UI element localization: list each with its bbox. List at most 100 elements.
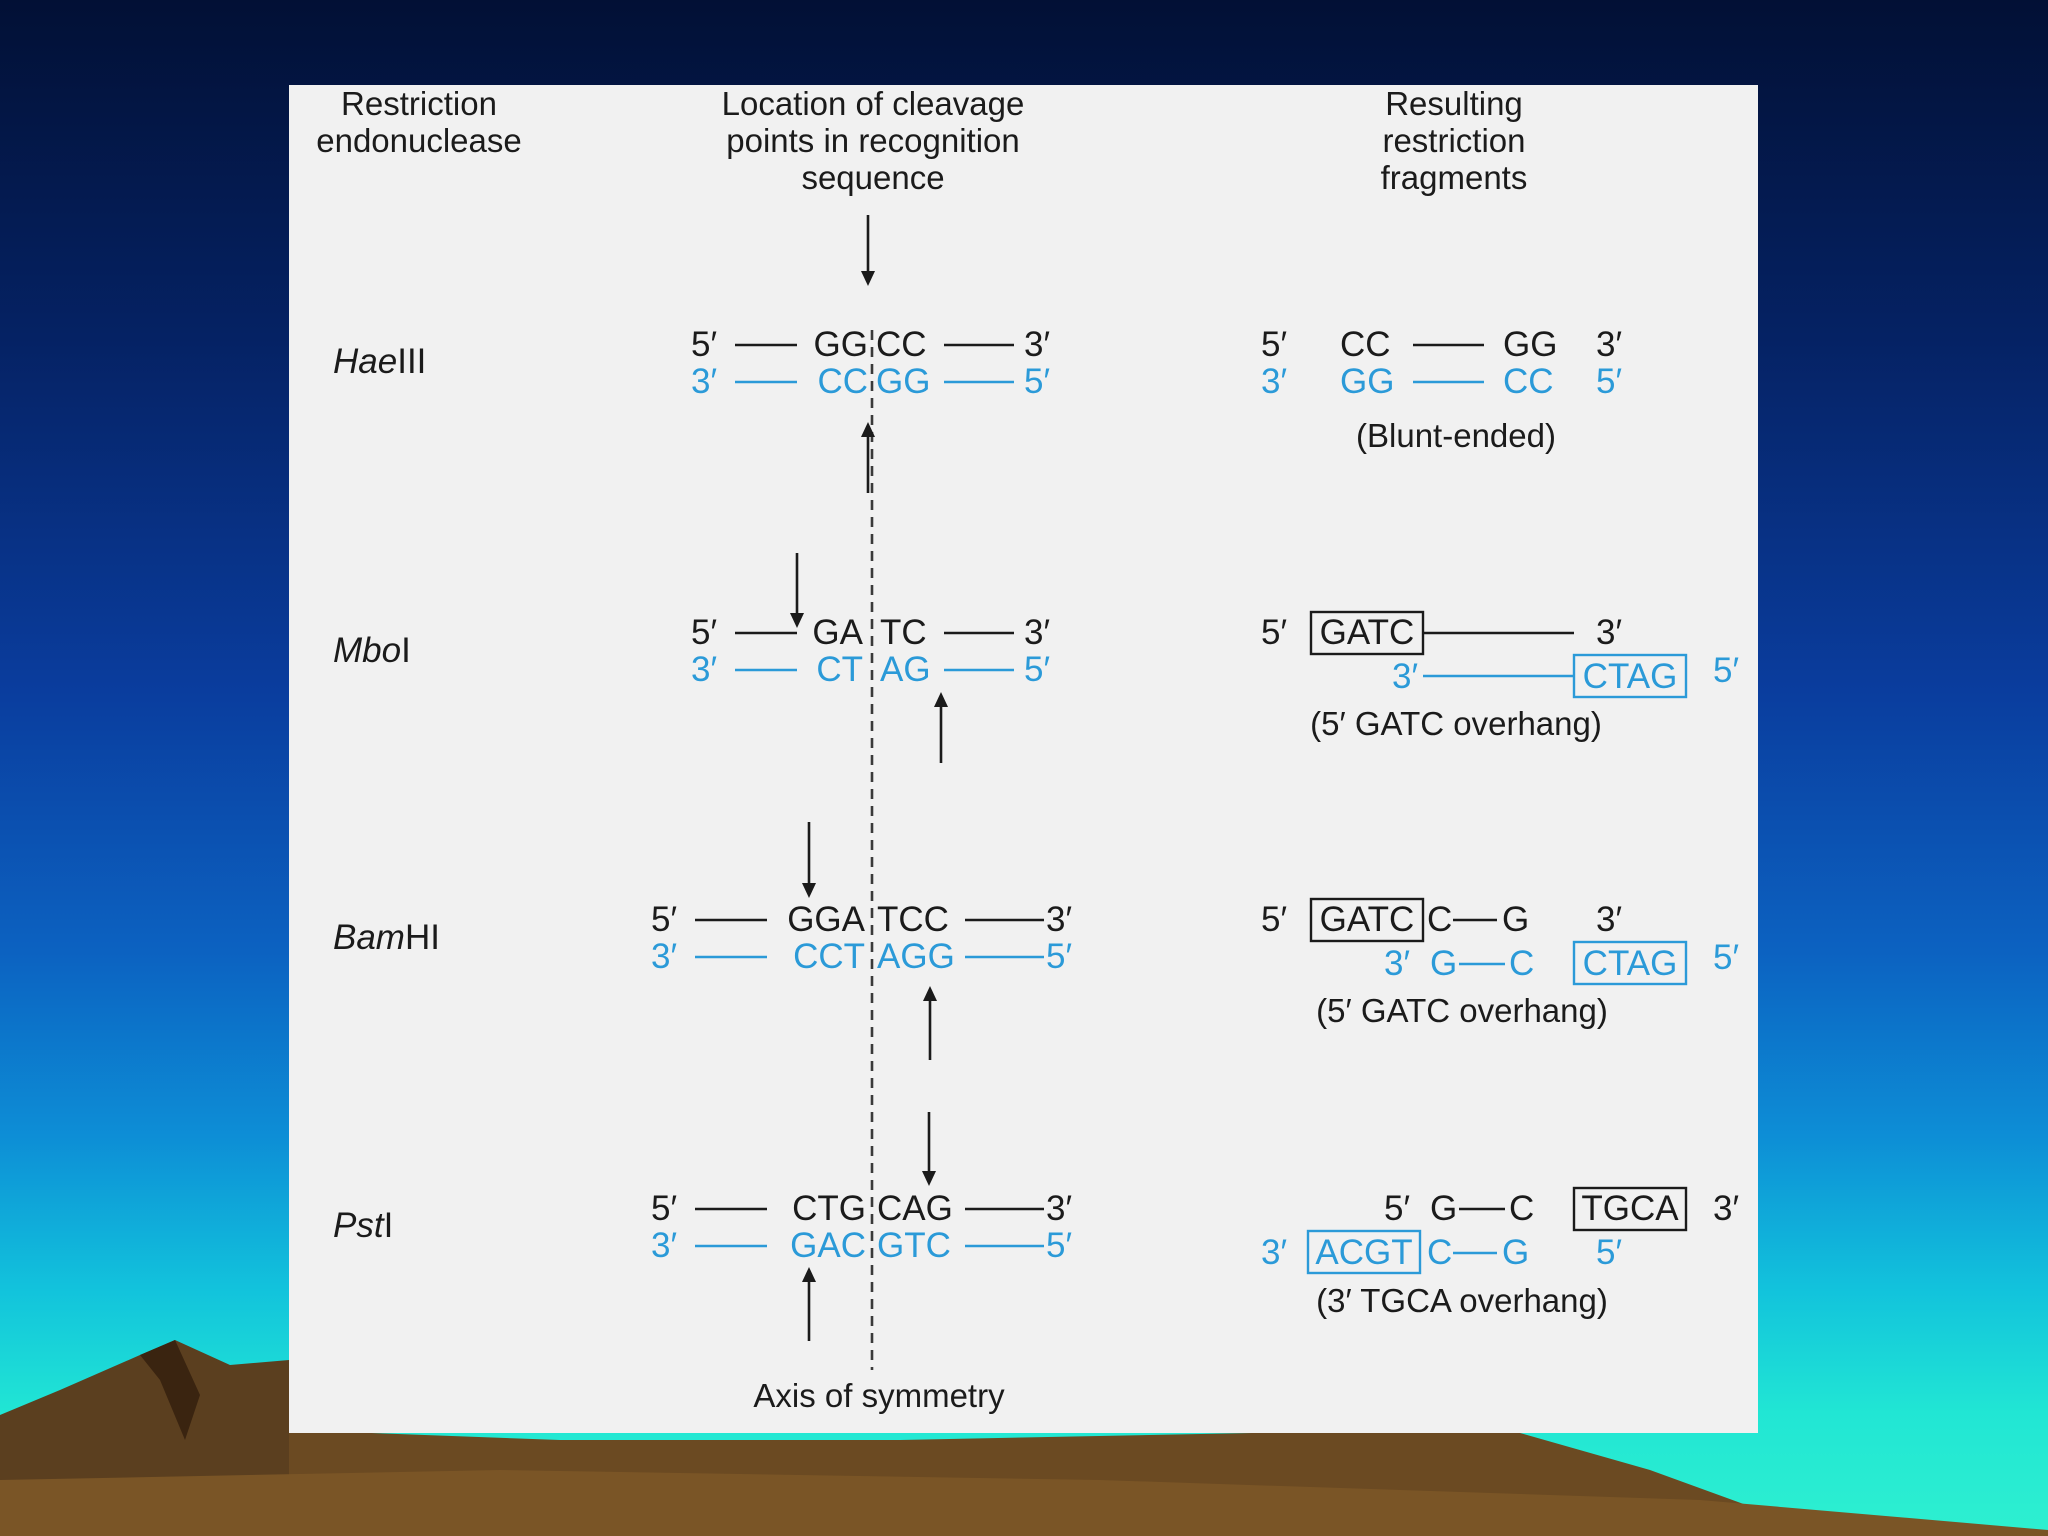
bottom-5-prime: 5′ <box>1024 650 1050 689</box>
frag-top-overhang-box <box>1309 897 1425 943</box>
arrow-head-icon <box>923 986 937 1001</box>
row-bamhi: BamHI 5′ GGA TCC 3′ 3′ CCT AGG 5′ 5′ GAT… <box>333 822 1739 1060</box>
top-seq-right: CAG <box>877 1189 953 1228</box>
frag-top-5-prime: 5′ <box>1261 325 1287 364</box>
enzyme-name-roman: I <box>384 1206 394 1245</box>
header-enzyme-line1: Restriction <box>341 85 497 122</box>
frag-top-5-prime: 5′ <box>1384 1189 1410 1228</box>
enzyme-name-roman: III <box>397 342 426 381</box>
enzyme-name-roman: I <box>401 631 411 670</box>
fragment-note: (5′ GATC overhang) <box>1310 705 1602 742</box>
frag-top-seq-a: G <box>1430 1189 1457 1228</box>
enzyme-name: PstI <box>333 1206 393 1245</box>
frag-top-3-prime: 3′ <box>1596 325 1622 364</box>
enzyme-name-italic: Mbo <box>333 631 401 670</box>
restriction-enzyme-diagram: Restriction endonuclease Location of cle… <box>316 85 1739 1414</box>
header-fragments-line2: restriction <box>1382 122 1525 159</box>
frag-top-3-prime: 3′ <box>1596 613 1622 652</box>
frag-top-seq-b: G <box>1502 900 1529 939</box>
bottom-seq-right: GTC <box>877 1226 951 1265</box>
header-cleavage-line2: points in recognition <box>726 122 1020 159</box>
top-seq-left: CTG <box>792 1189 866 1228</box>
top-seq-left: GG <box>814 325 868 364</box>
frag-top-3-prime: 3′ <box>1596 900 1622 939</box>
top-seq-right: TC <box>880 613 927 652</box>
row-psti: PstI 5′ CTG CAG 3′ 3′ GAC GTC 5′ 5′ G C … <box>333 1112 1739 1341</box>
frag-top-5-prime: 5′ <box>1261 900 1287 939</box>
enzyme-name-italic: Bam <box>333 918 405 957</box>
bottom-5-prime: 5′ <box>1046 1226 1072 1265</box>
bottom-seq-left: CT <box>816 650 863 689</box>
bottom-5-prime: 5′ <box>1024 362 1050 401</box>
enzyme-name-italic: Pst <box>333 1206 385 1245</box>
top-seq-left: GGA <box>787 900 865 939</box>
frag-bottom-seq-b: C <box>1509 944 1534 983</box>
figure-panel: Restriction endonuclease Location of cle… <box>289 85 1758 1433</box>
top-5-prime: 5′ <box>651 1189 677 1228</box>
header-cleavage-line3: sequence <box>801 159 944 196</box>
top-seq-right: CC <box>876 325 927 364</box>
bottom-5-prime: 5′ <box>1046 937 1072 976</box>
frag-bottom-5-prime: 5′ <box>1713 651 1739 690</box>
arrow-head-icon <box>861 422 875 437</box>
frag-top-seq-a: CC <box>1340 325 1391 364</box>
frag-top-overhang: TGCA <box>1581 1189 1679 1228</box>
mountain-left-shadow <box>140 1340 200 1440</box>
frag-bottom-overhang-box <box>1306 1229 1422 1275</box>
fragment-note: (5′ GATC overhang) <box>1316 992 1608 1029</box>
frag-top-3-prime: 3′ <box>1713 1189 1739 1228</box>
header-cleavage-line1: Location of cleavage <box>722 85 1025 122</box>
frag-bottom-3-prime: 3′ <box>1261 362 1287 401</box>
enzyme-name-italic: Hae <box>333 342 397 381</box>
bottom-seq-right: AGG <box>877 937 955 976</box>
frag-bottom-overhang-box <box>1572 653 1688 699</box>
bottom-seq-left: GAC <box>790 1226 866 1265</box>
frag-bottom-3-prime: 3′ <box>1384 944 1410 983</box>
arrow-head-icon <box>790 613 804 628</box>
ground-far <box>0 1470 2048 1536</box>
bottom-3-prime: 3′ <box>691 362 717 401</box>
arrow-head-icon <box>922 1171 936 1186</box>
enzyme-name: MboI <box>333 631 411 670</box>
frag-top-seq-b: C <box>1509 1189 1534 1228</box>
fragment-note: (Blunt-ended) <box>1356 417 1556 454</box>
header-fragments-line1: Resulting <box>1385 85 1523 122</box>
frag-bottom-seq-a: GG <box>1340 362 1394 401</box>
top-5-prime: 5′ <box>651 900 677 939</box>
frag-bottom-overhang: ACGT <box>1315 1233 1412 1272</box>
bottom-seq-right: GG <box>876 362 930 401</box>
enzyme-name: HaeIII <box>333 342 426 381</box>
frag-bottom-5-prime: 5′ <box>1596 362 1622 401</box>
enzyme-name-roman: HI <box>405 918 440 957</box>
top-3-prime: 3′ <box>1046 900 1072 939</box>
frag-top-overhang-box <box>1572 1186 1688 1232</box>
bottom-3-prime: 3′ <box>691 650 717 689</box>
arrow-head-icon <box>802 1267 816 1282</box>
frag-bottom-overhang: CTAG <box>1583 944 1678 983</box>
frag-bottom-5-prime: 5′ <box>1596 1233 1622 1272</box>
frag-bottom-seq-b: G <box>1502 1233 1529 1272</box>
frag-top-overhang: GATC <box>1320 613 1415 652</box>
top-3-prime: 3′ <box>1024 325 1050 364</box>
frag-bottom-overhang: CTAG <box>1583 657 1678 696</box>
frag-top-seq-a: C <box>1427 900 1452 939</box>
top-seq-right: TCC <box>877 900 949 939</box>
top-seq-left: GA <box>812 613 863 652</box>
top-3-prime: 3′ <box>1046 1189 1072 1228</box>
frag-top-5-prime: 5′ <box>1261 613 1287 652</box>
row-mboi: MboI 5′ GA TC 3′ 3′ CT AG 5′ 5′ GATC 3′ … <box>333 553 1739 763</box>
frag-top-overhang: GATC <box>1320 900 1415 939</box>
header-fragments-line3: fragments <box>1381 159 1528 196</box>
top-5-prime: 5′ <box>691 325 717 364</box>
fragment-note: (3′ TGCA overhang) <box>1316 1282 1608 1319</box>
enzyme-name: BamHI <box>333 918 440 957</box>
top-5-prime: 5′ <box>691 613 717 652</box>
arrow-head-icon <box>861 271 875 286</box>
frag-bottom-seq-b: CC <box>1503 362 1554 401</box>
axis-of-symmetry-label: Axis of symmetry <box>753 1377 1005 1414</box>
bottom-3-prime: 3′ <box>651 937 677 976</box>
frag-top-seq-b: GG <box>1503 325 1557 364</box>
arrow-head-icon <box>802 883 816 898</box>
frag-bottom-seq-a: C <box>1427 1233 1452 1272</box>
